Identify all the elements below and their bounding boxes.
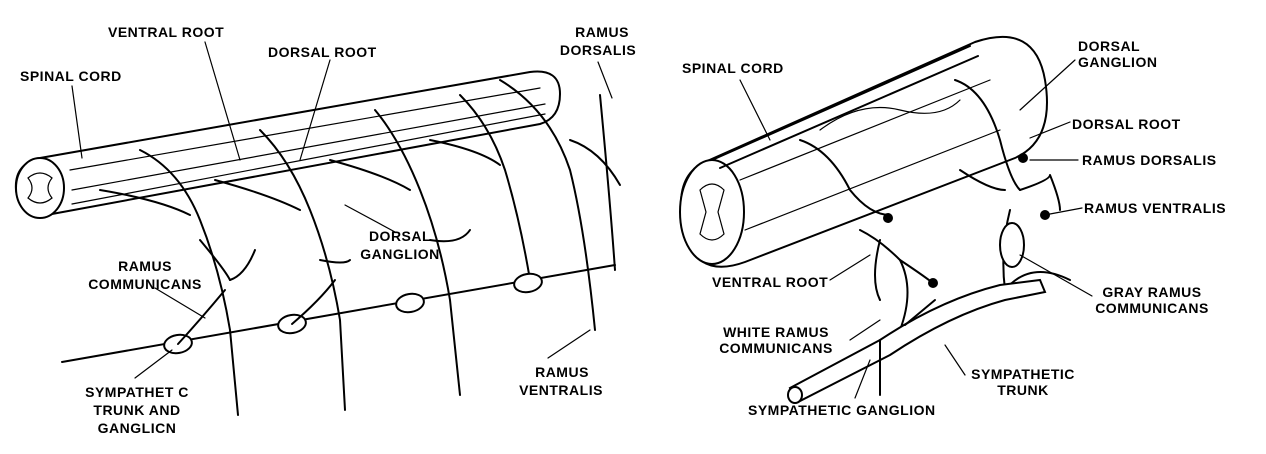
left-sympathetic-trunk [61, 264, 616, 363]
right-nerve-roots [799, 79, 1071, 331]
right-spinal-cord [679, 35, 1048, 268]
left-spinal-cord [14, 70, 562, 219]
right-label-dorsal-root: DORSAL ROOT [1072, 116, 1181, 132]
left-label-sympathetic-trunk-line2: TRUNK AND [93, 402, 181, 418]
right-label-ramus-ventralis: RAMUS VENTRALIS [1084, 200, 1227, 216]
left-diagram [14, 41, 621, 416]
right-leader-lines [739, 59, 1093, 399]
right-label-ventral-root: VENTRAL ROOT [712, 274, 829, 290]
right-label-gray-ramus-line2: COMMUNICANS [1095, 300, 1209, 316]
left-label-ramus-ventralis-line1: RAMUS [535, 364, 589, 380]
right-label-spinal-cord: SPINAL CORD [682, 60, 784, 76]
left-label-spinal-cord: SPINAL CORD [20, 68, 122, 84]
right-label-sympathetic-ganglion: SYMPATHETIC GANGLION [748, 402, 936, 418]
left-leader-lines [71, 41, 613, 379]
right-label-white-ramus-line1: WHITE RAMUS [723, 324, 829, 340]
left-label-ramus-communicans-line2: COMMUNICANS [88, 276, 202, 292]
right-label-dorsal-ganglion-line2: GANGLION [1078, 54, 1158, 70]
right-label-ramus-dorsalis: RAMUS DORSALIS [1082, 152, 1217, 168]
left-label-dorsal-ganglion-line1: DORSAL [368, 228, 432, 244]
left-label-dorsal-ganglion-line2: GANGLION [360, 246, 440, 262]
left-label-ramus-ventralis-line2: VENTRALIS [519, 382, 603, 398]
right-sympathetic-trunk [787, 278, 1047, 404]
left-spinal-nerves [99, 79, 621, 416]
right-label-white-ramus-line2: COMMUNICANS [719, 340, 833, 356]
right-diagram [679, 35, 1093, 404]
right-label-sympathetic-trunk-line2: TRUNK [997, 382, 1049, 398]
right-label-dorsal-ganglion-line1: DORSAL [1078, 38, 1141, 54]
left-label-ramus-dorsalis-line2: DORSALIS [559, 42, 637, 58]
right-label-gray-ramus-line1: GRAY RAMUS [1102, 284, 1202, 300]
left-label-dorsal-root: DORSAL ROOT [268, 44, 377, 60]
left-label-sympathetic-trunk-line1: SYMPATHET C [85, 384, 189, 400]
left-label-ventral-root: VENTRAL ROOT [108, 24, 225, 40]
left-label-ramus-dorsalis-line1: RAMUS [575, 24, 629, 40]
left-label-sympathetic-trunk-line3: GANGLICN [97, 420, 177, 436]
left-label-ramus-communicans-line1: RAMUS [118, 258, 172, 274]
right-label-sympathetic-trunk-line1: SYMPATHETIC [971, 366, 1075, 382]
